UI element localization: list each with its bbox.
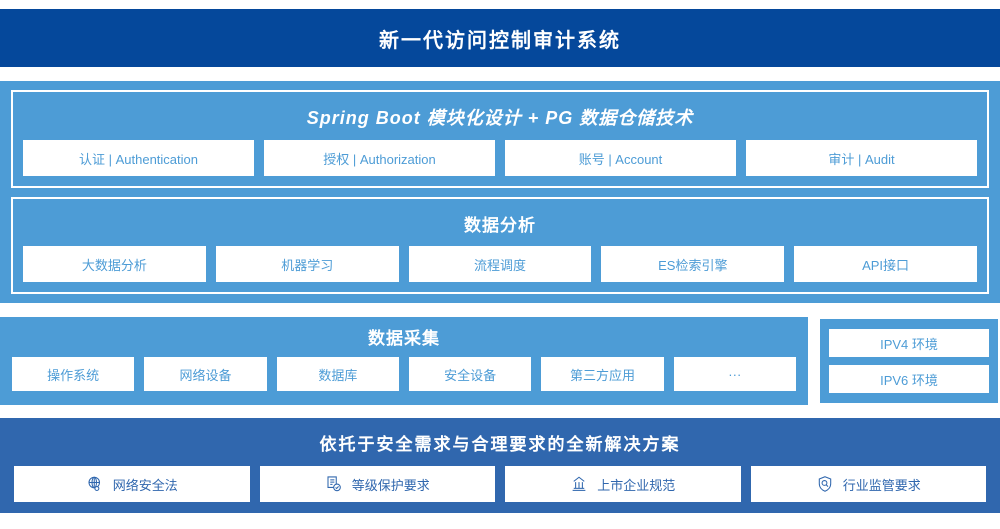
analysis-card[interactable]: API接口 [794,246,977,282]
collection-card[interactable]: 安全设备 [408,357,532,391]
solution-card-label: 行业监管要求 [842,477,921,493]
platform-card[interactable]: 账号 | Account [505,140,736,176]
analysis-card-row: 大数据分析 机器学习 流程调度 ES检索引擎 API接口 [23,246,977,282]
analysis-panel-title: 数据分析 [464,216,536,235]
platform-stack-container: Spring Boot 模块化设计 + PG 数据仓储技术 认证 | Authe… [0,81,1000,303]
globe-icon [86,475,104,493]
analysis-panel: 数据分析 大数据分析 机器学习 流程调度 ES检索引擎 API接口 [11,197,989,294]
collection-row: 数据采集 操作系统 网络设备 数据库 安全设备 第三方应用 ··· IPV4 环… [0,317,1000,405]
solution-card-network-security-law[interactable]: 网络安全法 [14,466,250,502]
environment-panel: IPV4 环境 IPV6 环境 [818,317,1000,405]
document-check-icon [325,475,343,493]
analysis-card[interactable]: ES检索引擎 [601,246,785,282]
solution-card-classified-protection[interactable]: 等级保护要求 [259,466,495,502]
solution-band-title: 依托于安全需求与合理要求的全新解决方案 [319,435,681,454]
platform-card[interactable]: 审计 | Audit [746,140,977,176]
solution-card-listed-enterprise[interactable]: 上市企业规范 [505,466,741,502]
collection-card[interactable]: 操作系统 [12,357,135,391]
collection-card[interactable]: 网络设备 [144,357,267,391]
solution-band: 依托于安全需求与合理要求的全新解决方案 网络安全法 [0,418,1000,513]
analysis-card[interactable]: 大数据分析 [23,246,206,282]
collection-card[interactable]: 数据库 [276,357,399,391]
collection-panel: 数据采集 操作系统 网络设备 数据库 安全设备 第三方应用 ··· [0,317,808,405]
header-banner: 新一代访问控制审计系统 [0,9,1000,67]
platform-card-row: 认证 | Authentication 授权 | Authorization 账… [23,140,977,176]
solution-card-label: 等级保护要求 [351,477,430,493]
analysis-card[interactable]: 机器学习 [215,246,399,282]
solution-card-industry-regulation[interactable]: 行业监管要求 [750,466,986,502]
page-title: 新一代访问控制审计系统 [379,29,621,52]
shield-search-icon [816,475,834,493]
platform-card[interactable]: 授权 | Authorization [264,140,495,176]
analysis-card[interactable]: 流程调度 [408,246,592,282]
environment-card-ipv6[interactable]: IPV6 环境 [829,365,989,393]
collection-panel-title: 数据采集 [368,329,440,348]
platform-panel: Spring Boot 模块化设计 + PG 数据仓储技术 认证 | Authe… [11,90,989,188]
collection-card-row: 操作系统 网络设备 数据库 安全设备 第三方应用 ··· [12,357,796,391]
solution-card-label: 网络安全法 [112,477,178,493]
collection-card[interactable]: 第三方应用 [541,357,664,391]
bank-building-icon [570,475,588,493]
solution-card-row: 网络安全法 等级保护要求 [14,466,986,502]
platform-panel-title: Spring Boot 模块化设计 + PG 数据仓储技术 [306,108,694,128]
solution-card-label: 上市企业规范 [597,477,676,493]
environment-card-ipv4[interactable]: IPV4 环境 [829,329,989,357]
platform-card[interactable]: 认证 | Authentication [23,140,254,176]
collection-card-more[interactable]: ··· [673,357,796,391]
